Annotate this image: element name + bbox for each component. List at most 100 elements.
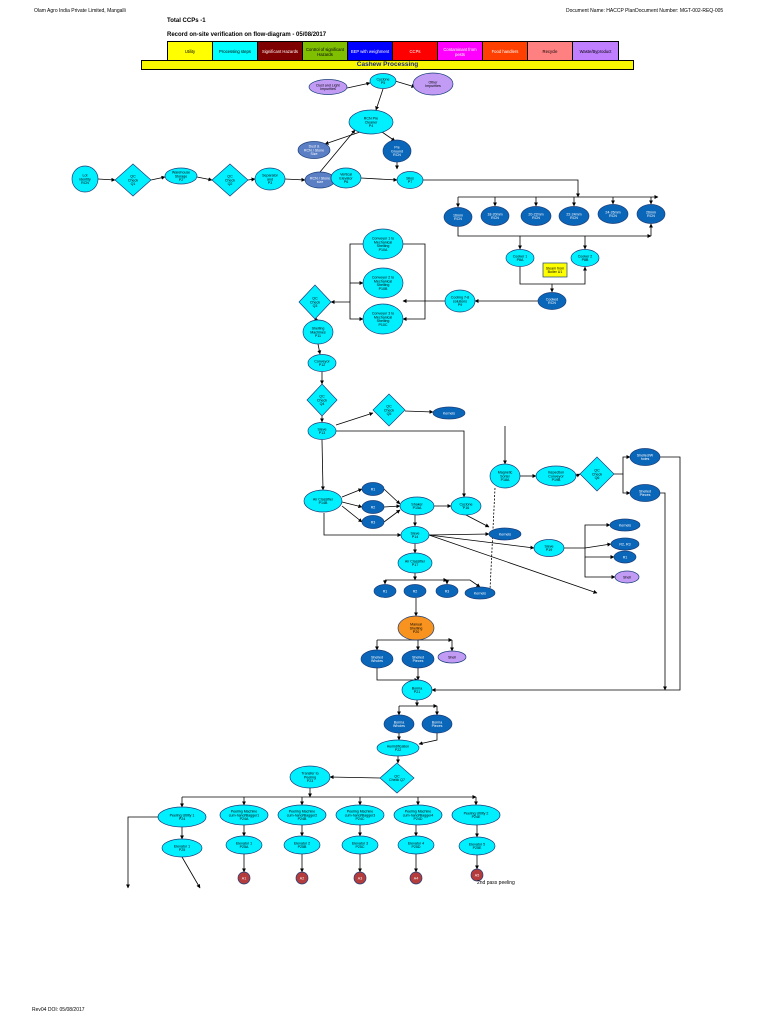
node-shape [614, 570, 640, 584]
node-shape [362, 228, 404, 260]
node-shape [613, 550, 637, 564]
node-shape [383, 714, 415, 734]
connector [375, 88, 384, 111]
node-shape [161, 838, 203, 858]
connector [402, 243, 426, 321]
node-label: R3 [445, 589, 450, 593]
node-shape [397, 835, 435, 855]
node-shape [488, 527, 522, 541]
connector [349, 243, 364, 321]
node-a1: A1 [237, 871, 251, 885]
node-a3: A3 [353, 871, 367, 885]
node-shape [360, 649, 394, 669]
node-shape [297, 141, 331, 159]
connector [341, 488, 363, 498]
node-a5: A5 [470, 868, 484, 882]
node-shape [393, 804, 443, 826]
legend-item: Utility [168, 42, 213, 63]
record-title: Record on-site verification on flow-diag… [167, 32, 327, 38]
node-kernels-a: Kernels [432, 406, 466, 420]
node-shell: Shell [614, 570, 640, 584]
connector [383, 488, 401, 505]
legend-item: CCPs [393, 42, 438, 63]
connector [324, 131, 361, 145]
connector [341, 501, 363, 509]
connector [584, 548, 615, 559]
node-shape [412, 72, 454, 96]
connector [126, 816, 158, 889]
node-label: A5 [475, 873, 479, 877]
node-rr2: R2 [403, 584, 427, 598]
node-shape [341, 835, 379, 855]
node-r1: R1 [361, 482, 385, 496]
node-shape [361, 500, 385, 514]
connector [428, 534, 598, 594]
node-shape [211, 163, 249, 197]
node-shape [570, 249, 600, 267]
node-a2: A2 [295, 871, 309, 885]
node-rr3: R3 [435, 584, 459, 598]
node-shape [435, 584, 459, 598]
node-shape [369, 73, 397, 89]
connector [584, 542, 612, 549]
node-shape [362, 267, 404, 299]
node-shape [348, 109, 394, 135]
node-shape [542, 262, 568, 278]
legend-item: BEP with weighment [348, 42, 393, 63]
node-shape [432, 406, 466, 420]
node-kernels-b: Kernels [488, 527, 522, 541]
node-label: Kernels [619, 523, 631, 527]
node-shape [361, 482, 385, 496]
connector [181, 856, 201, 889]
node-shell2: Shell [437, 650, 467, 664]
node-shape [579, 456, 615, 492]
node-shape [610, 537, 640, 551]
node-r2r3: R2, R3 [610, 537, 640, 551]
legend-item: Contaminant from pests [438, 42, 483, 63]
node-shape [399, 496, 435, 516]
node-label: R1 [623, 555, 628, 559]
